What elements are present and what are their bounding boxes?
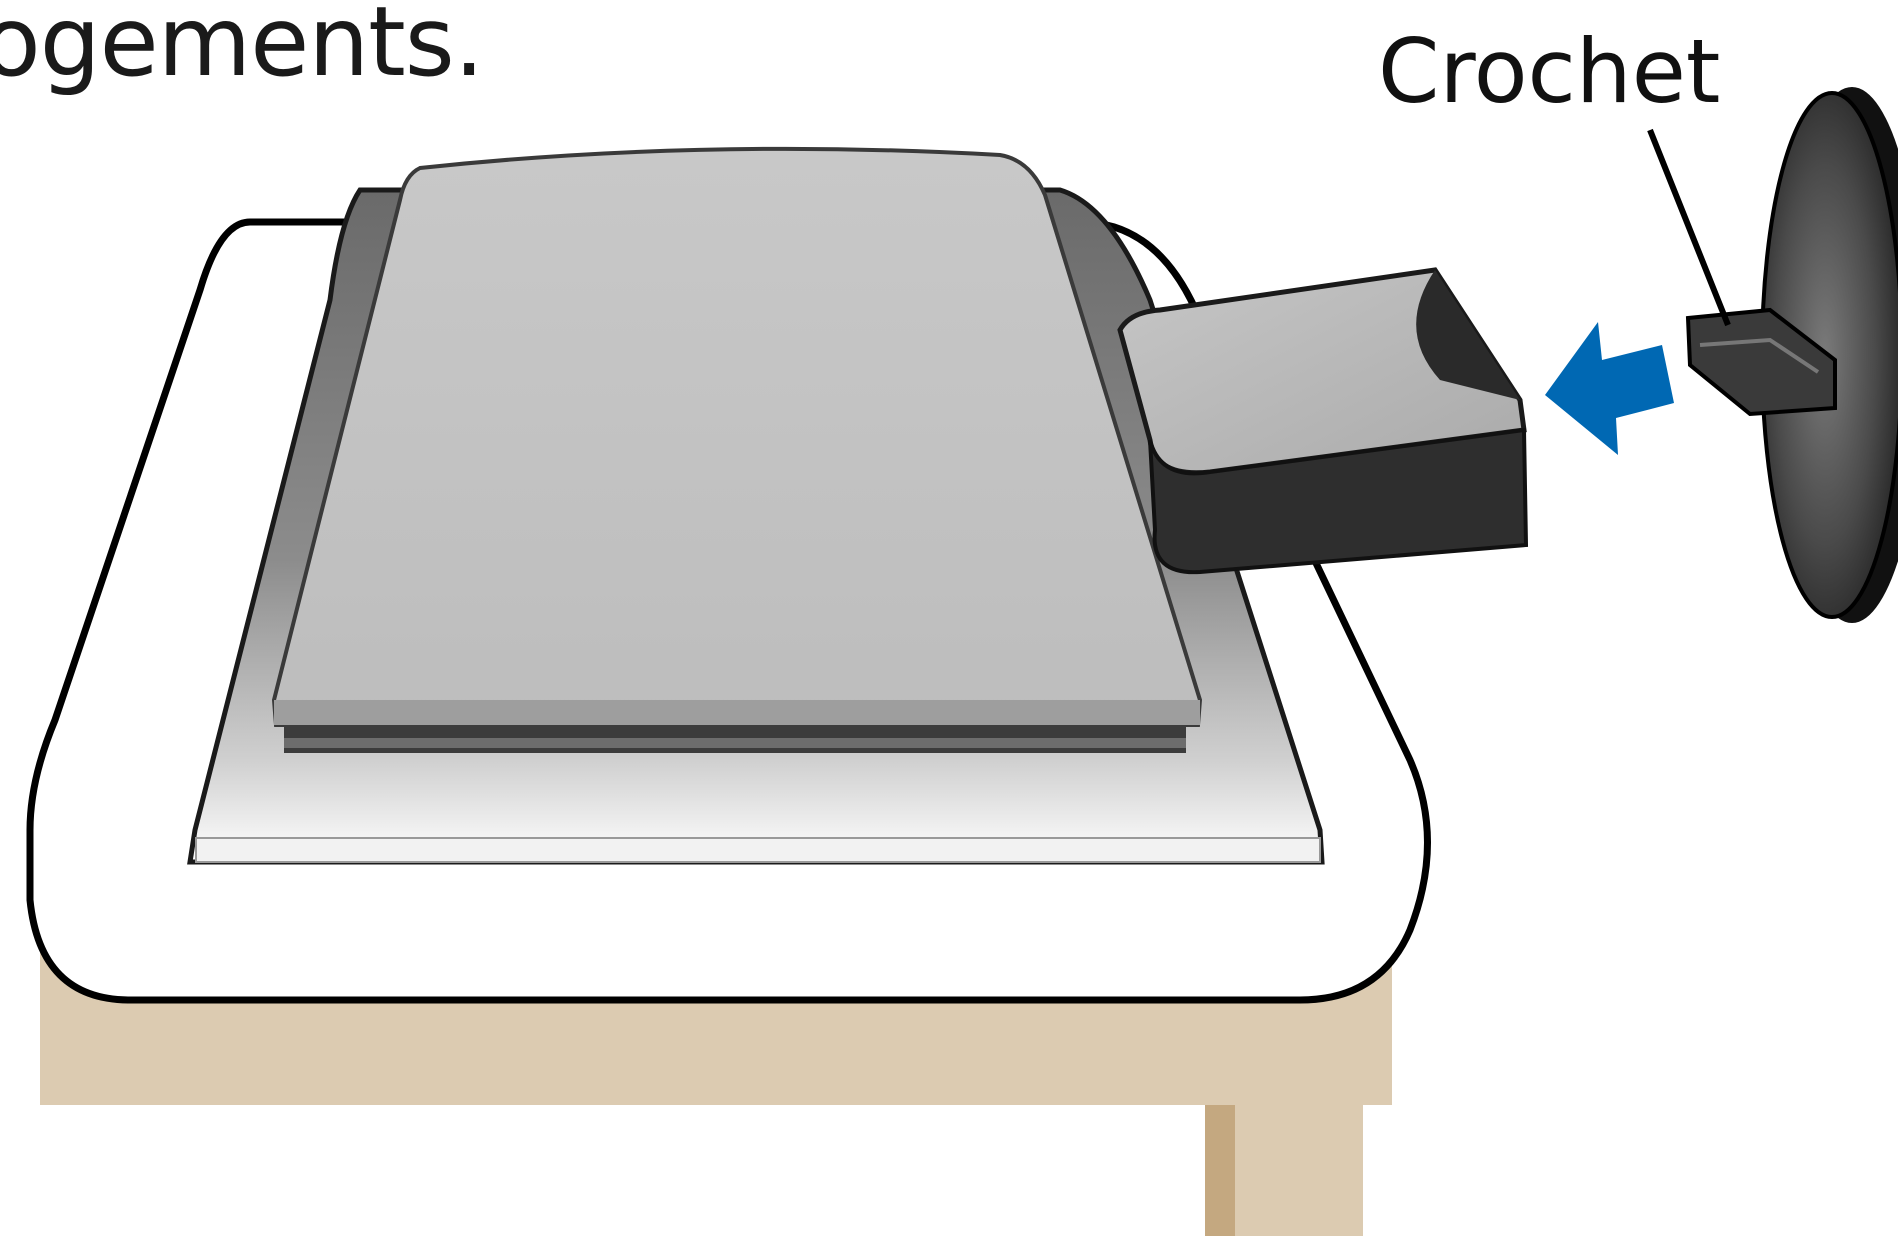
table-leg-shadow [1205,1105,1235,1236]
panel-edge-light [274,700,1200,725]
arrow-left-icon [1545,322,1674,455]
hinge-arm-curve [1416,270,1520,400]
panel-edge-mid [284,738,1186,748]
hinge-arm-side [1148,427,1529,575]
caption-text: ogements. [0,0,484,98]
tray-highlight [195,837,1321,863]
monitor-back-panel [271,146,1203,727]
callout-leader-line [1647,128,1731,327]
hook-callout-label: Crochet [1378,20,1721,123]
hook-icon [1685,307,1837,417]
